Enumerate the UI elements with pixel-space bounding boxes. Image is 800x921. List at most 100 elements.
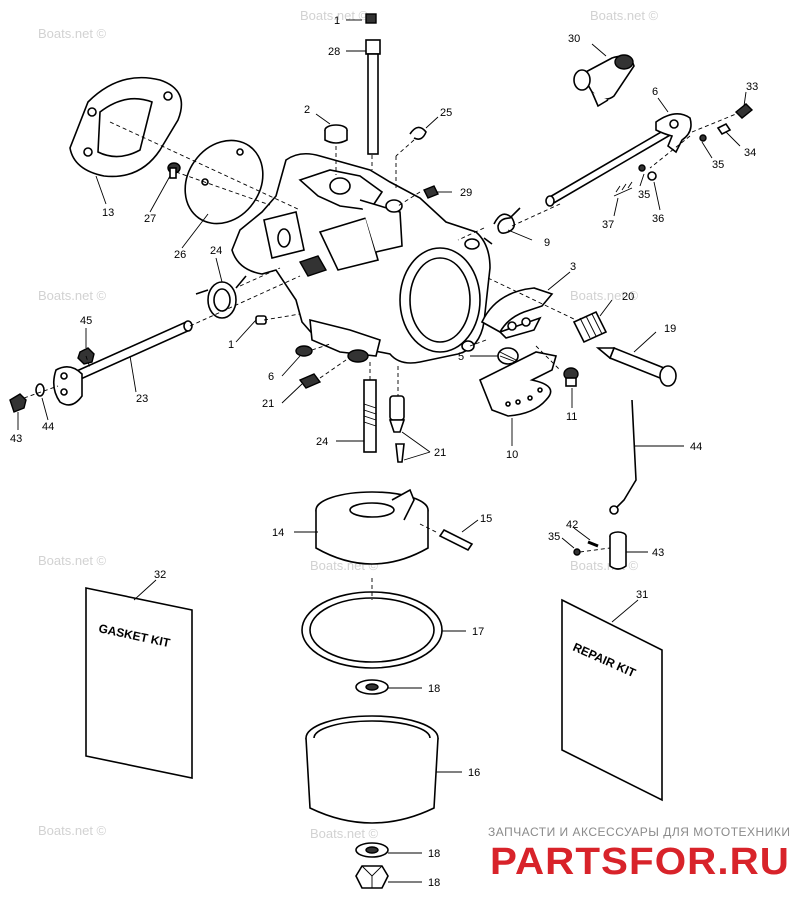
gasket-kit-card: GASKET KIT: [85, 587, 193, 779]
callout-37: 35: [638, 189, 650, 201]
part-16-gasket: [301, 591, 443, 669]
part-1-cap: [365, 13, 377, 24]
callout-33: 31: [636, 589, 648, 601]
callout-2: 2: [304, 104, 310, 116]
watermark: Boats.net ©: [570, 288, 639, 303]
part-5-throttle-shaft: [545, 113, 692, 207]
callout-18: 18: [428, 848, 440, 860]
brand-logo: ЗАПЧАСТИ И АКСЕССУАРЫ ДЛЯ МОТОТЕХНИКИ PA…: [488, 825, 790, 883]
part-17-nut: [355, 865, 389, 889]
watermark: Boats.net ©: [570, 558, 639, 573]
part-43-screw: [9, 393, 27, 413]
callout-1: 1: [228, 339, 234, 351]
part-31-pin: [365, 39, 381, 155]
part-36-washer: [716, 122, 732, 136]
callout-3: 3: [570, 261, 576, 273]
callout-14: 15: [480, 513, 492, 525]
callout-labels: 1 28 30 2 25 6 33 34 35 35 36 37 29 9 3 …: [10, 15, 758, 889]
watermark: Boats.net ©: [300, 8, 369, 23]
part-30-screw: [423, 185, 439, 199]
callout-36: 34: [744, 147, 756, 159]
callout-19: 19: [664, 323, 676, 335]
callout-24: 24: [316, 436, 328, 448]
part-35-screw: [734, 103, 754, 119]
part-40-pin: [587, 540, 599, 548]
carburetor-body: [231, 152, 491, 364]
part-4-spring: [497, 347, 519, 365]
callout-31: 28: [328, 46, 340, 58]
repair-kit-card: REPAIR KIT: [561, 598, 663, 802]
callout-26: 25: [440, 107, 452, 119]
callout-27: 24: [210, 245, 222, 257]
part-11-screw: [563, 367, 579, 387]
callout-12: 13: [102, 207, 114, 219]
watermark: Boats.net ©: [38, 26, 107, 41]
watermark: Boats.net ©: [38, 823, 107, 838]
callout-32: 30: [568, 33, 580, 45]
part-20-spring: [572, 310, 608, 344]
assembly-guides: [23, 113, 737, 600]
part-2-plug: [324, 124, 348, 144]
part-25-choke-shaft: [52, 320, 193, 406]
callout-5: 6: [652, 86, 658, 98]
part-23-screw: [298, 373, 322, 389]
callout-37: 35: [548, 531, 560, 543]
part-27-spring: [195, 275, 247, 319]
callout-13: 14: [272, 527, 284, 539]
callout-17: 18: [428, 877, 440, 889]
part-3-throttle-plate: [480, 287, 554, 339]
part-38-washer: [647, 171, 657, 181]
callout-39: 37: [602, 219, 614, 231]
brand-logo-text: PARTSFOR.RU: [490, 841, 790, 883]
callout-6: 6: [268, 371, 274, 383]
callout-29: 27: [144, 213, 156, 225]
part-14-pin: [438, 528, 474, 552]
part-12-gasket: [69, 76, 183, 178]
callout-40: 42: [566, 519, 578, 531]
part-26-clip: [409, 126, 427, 140]
part-6-washer: [295, 345, 313, 357]
part-24-needle: [363, 379, 377, 453]
callout-44: 44: [42, 421, 54, 433]
callout-20: 20: [622, 291, 634, 303]
callout-9: 9: [544, 237, 550, 249]
callout-18: 18: [428, 683, 440, 695]
callout-16: 17: [472, 626, 484, 638]
callout-43: 43: [10, 433, 22, 445]
callout-4: 5: [458, 351, 464, 363]
parts-drawing: GASKET KIT REPAIR KIT: [9, 13, 754, 889]
part-42-rod: [613, 399, 637, 511]
callout-42: 44: [690, 441, 702, 453]
part-41-sleeve: [609, 531, 627, 570]
part-15-float-bowl: [305, 715, 439, 824]
callout-30: 29: [460, 187, 472, 199]
part-32-fitting: [573, 54, 635, 108]
callout-25: 23: [136, 393, 148, 405]
callout-45: 45: [80, 315, 92, 327]
callout-15: 16: [468, 767, 480, 779]
part-37-ball: [573, 548, 581, 556]
callout-1: 1: [334, 15, 340, 27]
callout-35: 33: [746, 81, 758, 93]
callout-10: 10: [506, 449, 518, 461]
part-39-spring: [613, 181, 633, 197]
callout-11: 11: [566, 411, 577, 423]
part-37-ball: [638, 164, 646, 172]
part-21-jets: [388, 395, 406, 463]
part-13-float: [315, 488, 429, 565]
callout-41: 43: [652, 547, 664, 559]
part-19-needle: [595, 346, 677, 387]
part-29-screw: [167, 162, 181, 179]
part-18-washer: [355, 842, 389, 858]
watermark: Boats.net ©: [38, 553, 107, 568]
part-18-washer: [355, 679, 389, 695]
callout-28: 26: [174, 249, 186, 261]
callout-21: 21: [434, 447, 446, 459]
part-9-spring: [483, 207, 521, 245]
brand-subtitle: ЗАПЧАСТИ И АКСЕССУАРЫ ДЛЯ МОТОТЕХНИКИ: [488, 825, 790, 839]
part-44-washer: [35, 383, 45, 397]
callout-34: 32: [154, 569, 166, 581]
part-10-plate: [478, 351, 558, 417]
callout-37: 35: [712, 159, 724, 171]
